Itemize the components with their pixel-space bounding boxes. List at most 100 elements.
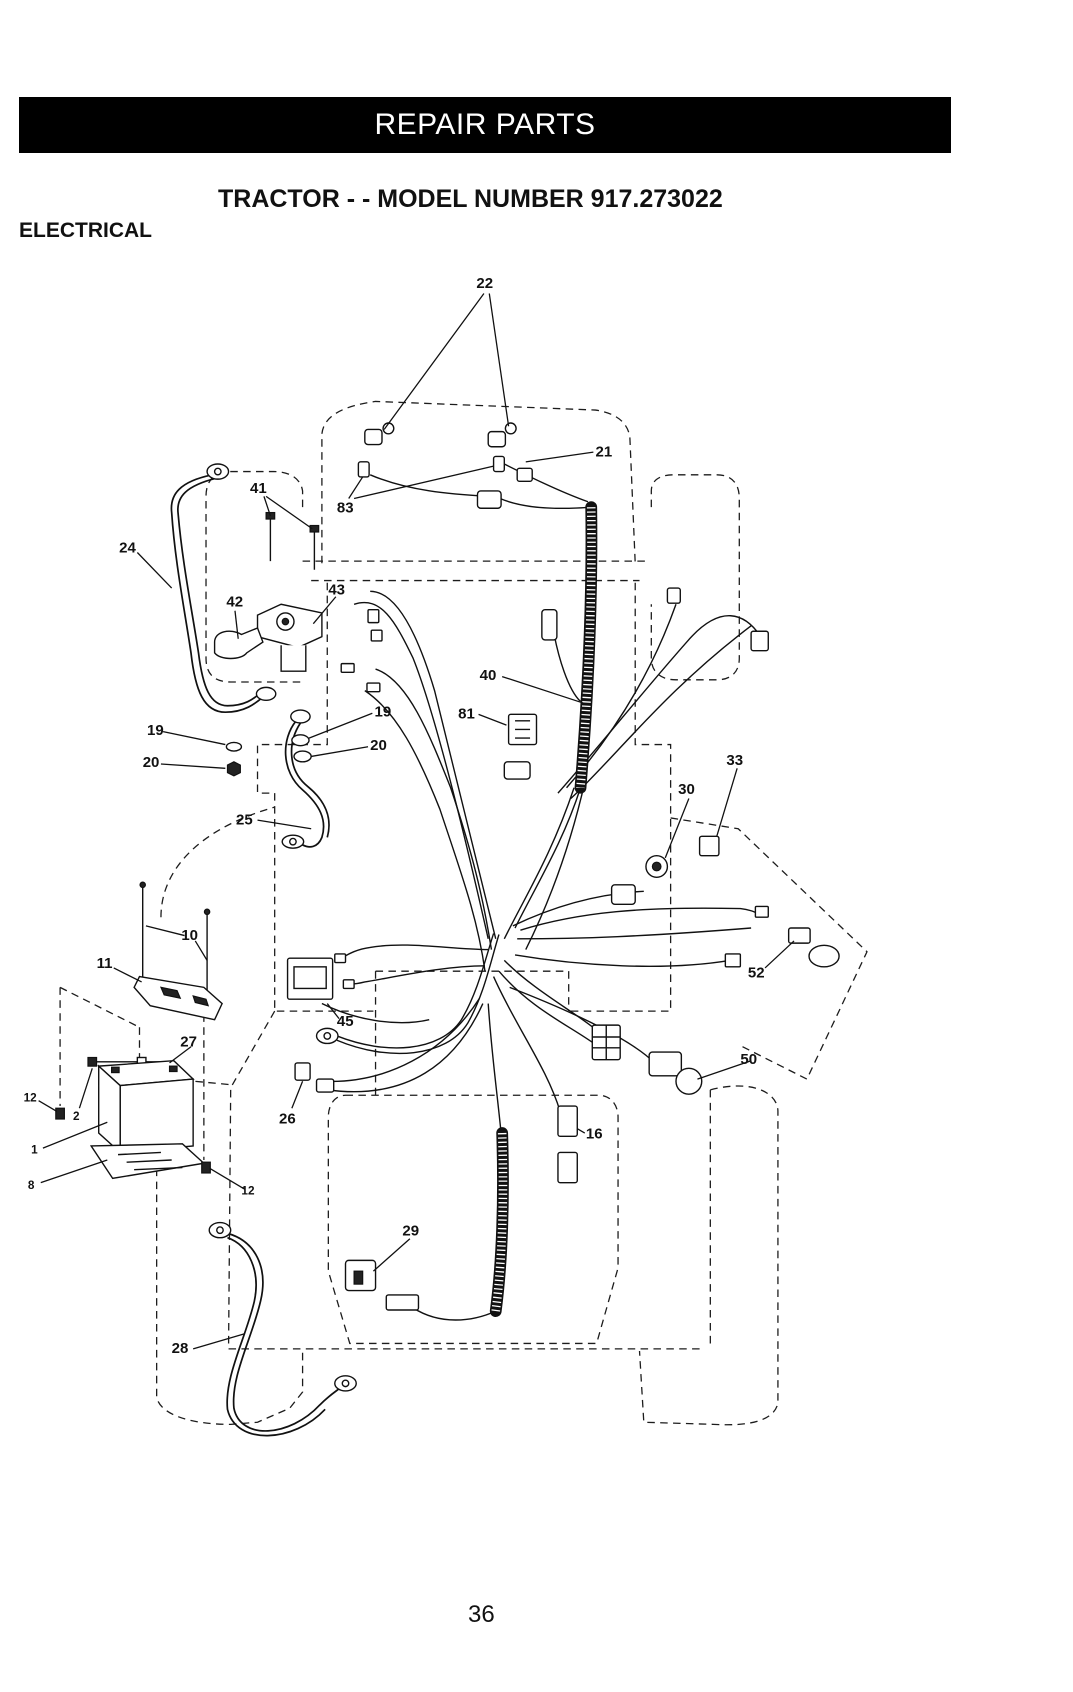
ring-terminal-24-end [256,687,275,700]
header-title: REPAIR PARTS [374,110,595,140]
connector-52 [789,928,810,943]
callout-16: 16 [586,1125,603,1142]
nut-20-left [227,762,240,776]
callout-24: 24 [119,539,136,556]
battery-1-front [120,1079,193,1152]
leader-24 [137,552,171,588]
leader-28 [193,1334,245,1349]
ring-terminal-hole [290,838,296,844]
body-left-lower [229,1011,275,1349]
leader-2 [79,1068,92,1108]
body-left-upper [258,583,374,1011]
switch-33 [700,836,719,855]
right-front-wheel [651,475,739,680]
leader-30 [665,799,689,858]
callout-27: 27 [180,1034,197,1051]
callout-10: 10 [181,927,198,944]
callout-25: 25 [236,811,253,828]
battery-terminal-neg [112,1067,120,1072]
callout-40: 40 [480,667,497,684]
spade-terminal-left-b [343,980,354,989]
right-rear-wheel [640,1086,778,1425]
ring-terminal-hole [217,1227,223,1233]
harness-right-headlight-c [571,626,751,799]
spade-terminal-b [367,683,380,692]
callout-41: 41 [250,480,267,497]
fuse-block-45-inner [294,967,326,989]
ring-terminal-hole [324,1033,330,1039]
harness-to-52 [515,955,730,966]
leader-21 [526,452,594,462]
harness-to-switches-b [520,908,761,930]
fuse-holder-26-a [295,1063,310,1080]
leader-12-tray [210,1169,244,1190]
headlight-bulb-right [505,423,516,434]
solenoid-body [281,645,306,671]
leader-1 [43,1122,107,1148]
components [56,423,839,1391]
callout-20-left: 20 [143,754,160,771]
seat-switch-plunger [354,1271,363,1284]
callout-11: 11 [97,955,113,972]
bracket-terminal-a [368,610,379,623]
nut-12-left [56,1108,65,1119]
callout-22: 22 [476,275,493,292]
callout-20-right: 20 [370,737,387,754]
terminal-boot-42 [215,628,263,658]
spade-connector-right-b [725,954,740,967]
leader-8 [41,1160,108,1183]
harness-left-spade-b [350,966,485,984]
seat-switch-lead [413,1308,496,1320]
solenoid-stud [282,618,288,624]
harness-side-plug [542,610,557,640]
ring-terminal-25-top [291,710,310,723]
leader-20-right [311,747,368,757]
callouts: 22 21 83 41 24 43 42 40 81 19 20 19 20 2… [24,275,765,1357]
harness-plug [504,762,530,779]
callout-19-right: 19 [374,703,391,720]
harness-left-spade-a [341,945,488,958]
harness-to-seat-coil [488,1004,501,1133]
callout-8: 8 [28,1178,35,1192]
headlight-socket-right [488,432,505,447]
right-headlight-plug [751,631,768,650]
pto-switch-50 [649,1052,681,1076]
callout-52: 52 [748,965,765,982]
leader-lines [39,294,794,1349]
connector-52-loop [809,945,839,967]
leader-52 [765,941,794,968]
callout-30: 30 [678,781,695,798]
spade-terminal-a [341,664,354,673]
pto-knob [676,1068,702,1094]
callout-1: 1 [31,1143,38,1157]
spade-terminal-left-a [335,954,346,963]
connector-83-left [358,462,369,477]
washer-19-right [292,735,309,746]
callout-2: 2 [73,1109,80,1123]
callout-12-left: 12 [24,1091,38,1105]
callout-42: 42 [226,593,243,610]
callout-50: 50 [740,1051,757,1068]
callout-43: 43 [328,582,345,599]
deck-right-edge [671,818,867,1079]
ring-terminal-hole [215,468,221,474]
callout-33: 33 [726,752,743,769]
connector-16-upper [558,1106,577,1136]
ring-terminal-hole [342,1380,348,1386]
tractor-outline [60,401,867,1424]
ignition-key-slot [652,862,661,871]
seat-switch-plug [386,1295,418,1310]
harness-trunk-b [504,788,574,939]
leader-43 [313,597,336,624]
leader-33 [717,768,737,836]
fuse-holder-26-b [317,1079,334,1092]
headlight-wire-left [370,475,488,497]
leader-25 [258,820,312,829]
ignition-connector [612,885,636,904]
model-number-title: TRACTOR - - MODEL NUMBER 917.273022 [218,187,723,212]
harness-starter-d [365,691,485,972]
harness-to-50 [510,987,655,1063]
callout-29: 29 [402,1223,419,1240]
right-headlight-connector [667,588,680,603]
headlight-socket-left [365,429,382,444]
